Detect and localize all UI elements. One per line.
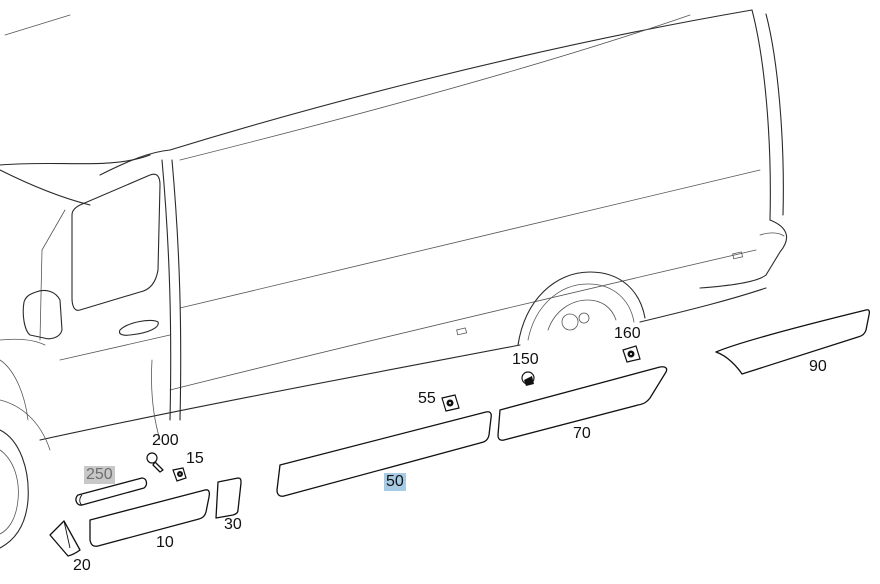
- callout-50[interactable]: 50: [384, 473, 406, 491]
- part-200-screw: [146, 452, 164, 473]
- van-outline: [0, 9, 788, 549]
- callout-70[interactable]: 70: [573, 425, 591, 442]
- part-90-trim-strip: [715, 309, 871, 375]
- callout-10[interactable]: 10: [156, 534, 174, 551]
- callout-30[interactable]: 30: [224, 516, 242, 533]
- callout-20[interactable]: 20: [73, 557, 91, 574]
- callout-250[interactable]: 250: [84, 466, 115, 484]
- part-10-trim-strip: [89, 489, 211, 547]
- callout-55[interactable]: 55: [418, 390, 436, 407]
- part-160-clip: [622, 345, 641, 363]
- part-15-clip: [172, 467, 187, 482]
- callout-200[interactable]: 200: [152, 432, 179, 449]
- part-70-trim-strip: [497, 366, 668, 441]
- part-250-molding-rod: [75, 477, 148, 506]
- part-150-clip: [521, 371, 535, 386]
- callout-160[interactable]: 160: [614, 325, 641, 342]
- part-20-end-cap: [49, 520, 81, 557]
- callout-90[interactable]: 90: [809, 358, 827, 375]
- callout-15[interactable]: 15: [186, 450, 204, 467]
- part-30-trim-piece: [215, 477, 242, 519]
- callout-150[interactable]: 150: [512, 351, 539, 368]
- part-55-clip: [441, 394, 460, 412]
- part-50-trim-strip: [276, 411, 492, 497]
